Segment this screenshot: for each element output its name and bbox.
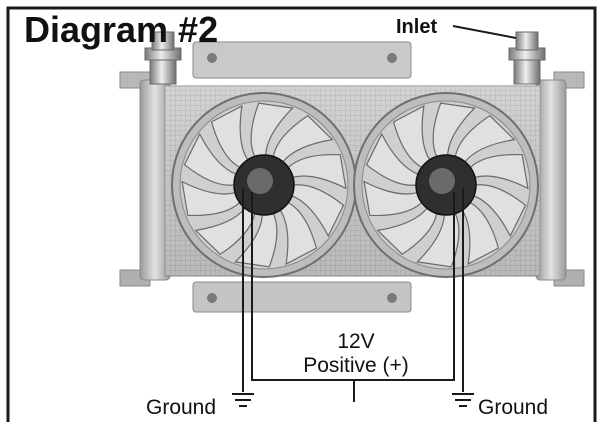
electric-fan-right [353, 92, 539, 278]
fan-blade [210, 104, 249, 169]
fan-blade [183, 132, 237, 186]
ground-right-label: Ground [478, 396, 548, 419]
electric-fan-left [171, 92, 357, 278]
ground-symbol-left [232, 393, 254, 407]
fan-blade [287, 153, 347, 190]
fan-blade [279, 201, 318, 266]
diagram-border [6, 6, 597, 422]
left-positive-wire [251, 192, 354, 381]
fan-blade [363, 180, 423, 217]
outlet-fitting [144, 31, 182, 85]
fan-blade [272, 114, 334, 163]
mounting-bracket-bottom [192, 281, 412, 313]
fan-blade [432, 102, 476, 158]
ground-symbol-right [452, 393, 474, 407]
fan-blade [291, 184, 345, 238]
diagram-title: Diagram #2 [24, 9, 218, 50]
wiring [242, 25, 517, 402]
fan-blade [392, 104, 431, 169]
fan-blade [194, 207, 256, 256]
right-positive-wire [354, 192, 455, 381]
voltage-label: 12V [337, 330, 374, 353]
mounting-bracket-top [192, 41, 412, 79]
inlet-leader-line [452, 25, 517, 39]
inlet-label: Inlet [396, 16, 437, 38]
fan-blade [234, 212, 278, 268]
fan-blade [473, 184, 527, 238]
ground-left-label: Ground [146, 396, 216, 419]
fan-blade [454, 114, 516, 163]
fan-blade [469, 153, 529, 190]
positive-label: Positive (+) [303, 354, 409, 377]
fan-blade [416, 212, 460, 268]
fan-blade [461, 201, 500, 266]
fan-blade [365, 132, 419, 186]
fan-blade [181, 180, 241, 217]
inlet-fitting [508, 31, 546, 85]
fan-blade [376, 207, 438, 256]
fan-blade [250, 102, 294, 158]
